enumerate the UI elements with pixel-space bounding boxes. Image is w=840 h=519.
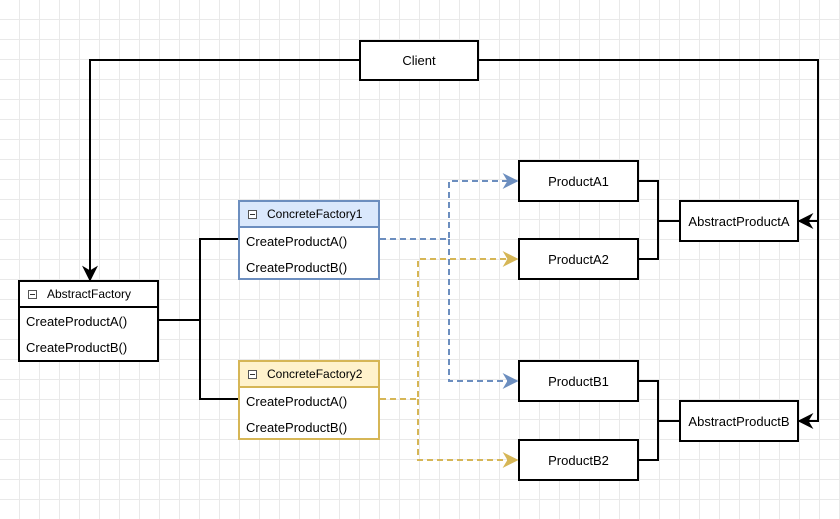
abstract-product-b-box[interactable]: AbstractProductB [679, 400, 799, 442]
abstract-factory-method-a: CreateProductA() [26, 313, 128, 329]
concrete-factory-2-header: ConcreteFactory2 [240, 362, 378, 388]
product-b1-label: ProductB1 [548, 373, 609, 389]
cf1-to-productb1-arrow [448, 239, 519, 389]
concrete-factory-1-method-b: CreateProductB() [246, 259, 348, 275]
abstract-factory-title: AbstractFactory [47, 287, 132, 301]
abstract-factory-class[interactable]: AbstractFactory CreateProductA() CreateP… [18, 280, 159, 362]
concrete-factory-1-class[interactable]: ConcreteFactory1 CreateProductA() Create… [238, 200, 380, 280]
client-to-abstractfactory-arrow [82, 59, 359, 282]
factory-inheritance-connector [158, 238, 238, 400]
product-a1-box[interactable]: ProductA1 [518, 160, 639, 202]
cf1-to-producta1-arrow [380, 173, 519, 240]
collapse-icon[interactable] [248, 369, 257, 379]
collapse-icon[interactable] [248, 209, 257, 219]
cf2-to-productb2-arrow [417, 399, 519, 468]
concrete-factory-1-method-a: CreateProductA() [246, 233, 348, 249]
client-box[interactable]: Client [359, 40, 479, 81]
product-a2-label: ProductA2 [548, 251, 609, 267]
concrete-factory-1-header: ConcreteFactory1 [240, 202, 378, 228]
product-b1-box[interactable]: ProductB1 [518, 360, 639, 402]
concrete-factory-1-title: ConcreteFactory1 [267, 207, 363, 221]
concrete-factory-2-method-a: CreateProductA() [246, 393, 348, 409]
abstract-product-a-label: AbstractProductA [688, 213, 790, 229]
client-to-abstractproductb-arrow [797, 221, 819, 429]
product-a1-label: ProductA1 [548, 173, 609, 189]
product-a2-box[interactable]: ProductA2 [518, 238, 639, 280]
collapse-icon[interactable] [28, 289, 37, 299]
product-b2-label: ProductB2 [548, 452, 609, 468]
abstract-product-b-label: AbstractProductB [688, 413, 790, 429]
concrete-factory-2-title: ConcreteFactory2 [267, 367, 363, 381]
client-to-abstractproducta-arrow [479, 59, 819, 229]
concrete-factory-2-class[interactable]: ConcreteFactory2 CreateProductA() Create… [238, 360, 380, 440]
abstract-factory-method-b: CreateProductB() [26, 339, 128, 355]
concrete-factory-2-method-b: CreateProductB() [246, 419, 348, 435]
product-b2-box[interactable]: ProductB2 [518, 439, 639, 481]
abstract-factory-header: AbstractFactory [20, 282, 157, 308]
abstract-product-a-box[interactable]: AbstractProductA [679, 200, 799, 242]
client-label: Client [402, 53, 436, 68]
